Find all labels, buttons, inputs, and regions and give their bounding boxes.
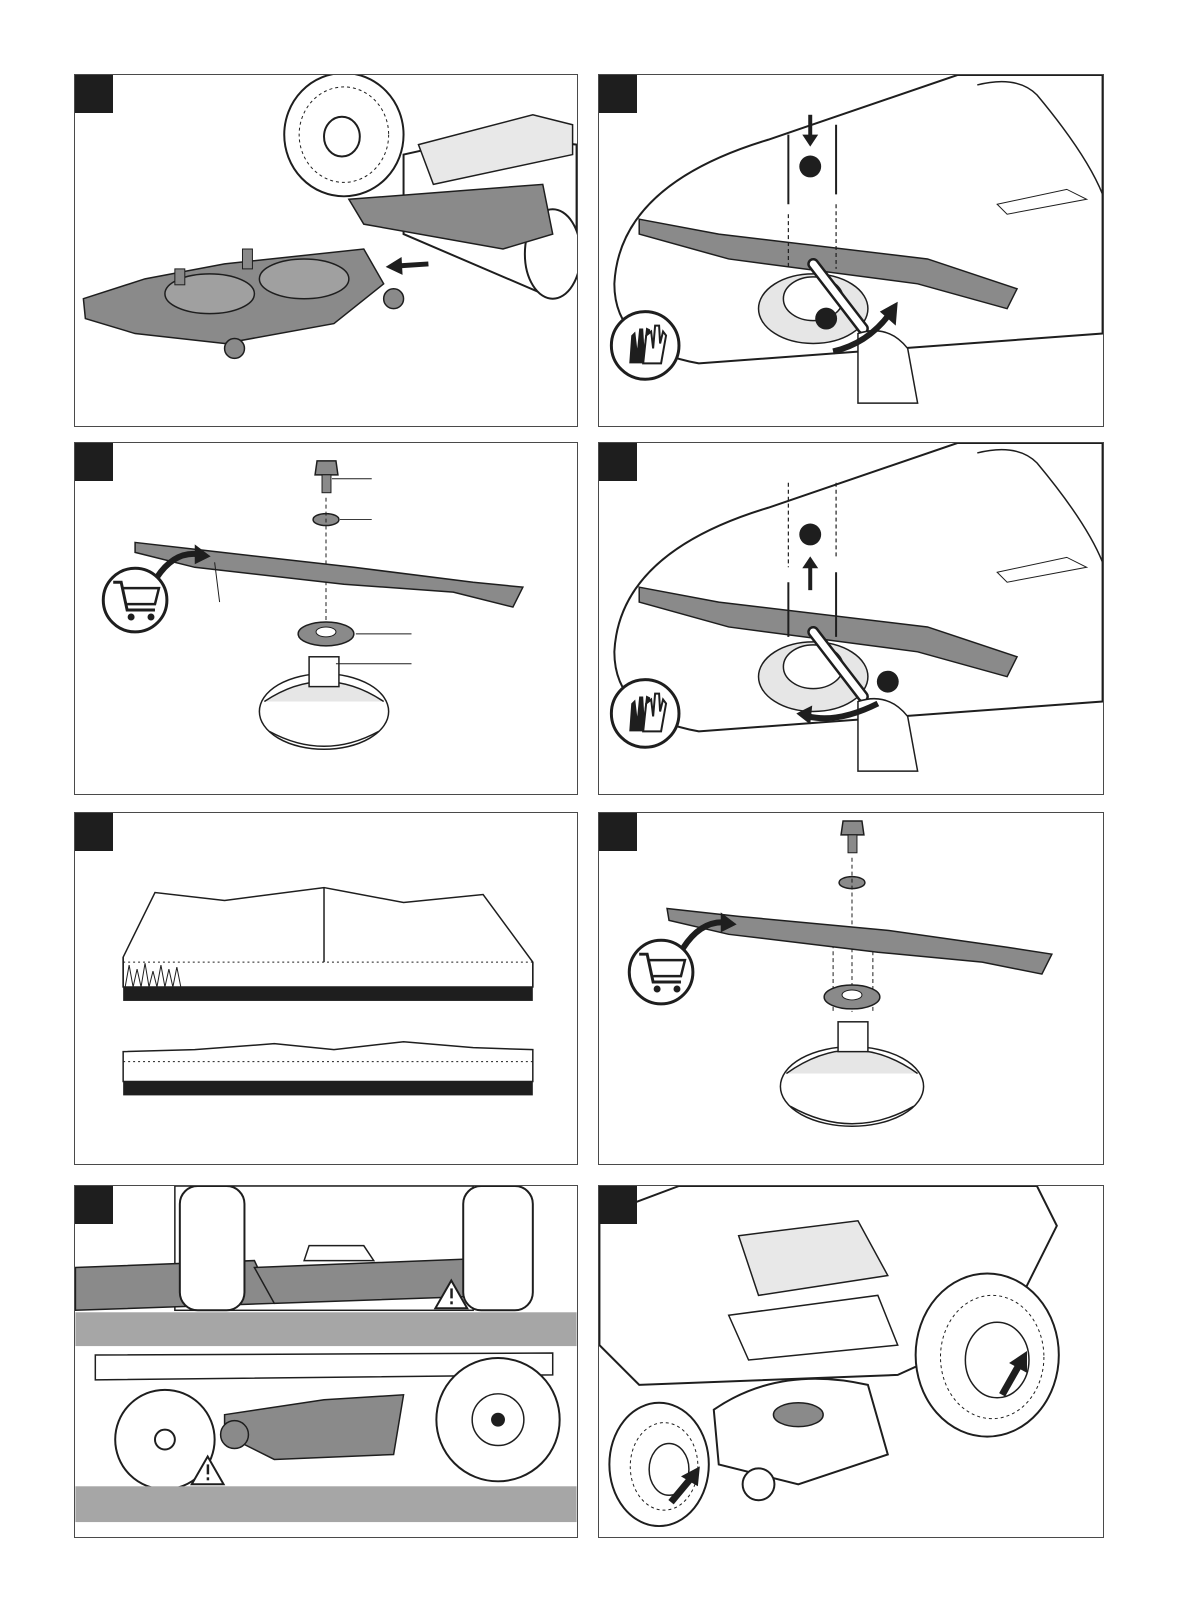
shopping-cart-icon bbox=[629, 940, 693, 1004]
panel-step-3 bbox=[74, 442, 578, 795]
panel-step-8 bbox=[598, 1185, 1104, 1538]
arrow-icon bbox=[386, 257, 429, 275]
step-number-box bbox=[599, 75, 637, 113]
step-number-box bbox=[599, 443, 637, 481]
step-number-box bbox=[75, 813, 113, 851]
panel-step-7 bbox=[74, 1185, 578, 1538]
step-number-box bbox=[75, 75, 113, 113]
blade-loosen-illustration bbox=[599, 75, 1103, 426]
deck-side-views-illustration bbox=[75, 1186, 577, 1537]
ground-band bbox=[75, 1486, 576, 1522]
panel-step-1 bbox=[74, 74, 578, 427]
ground-band bbox=[75, 1312, 576, 1346]
panel-step-2 bbox=[598, 74, 1104, 427]
step-number-box bbox=[599, 813, 637, 851]
tractor-wheels-illustration bbox=[599, 1186, 1103, 1537]
deck-removal-illustration bbox=[75, 75, 577, 426]
panel-step-4 bbox=[598, 442, 1104, 795]
panel-step-5 bbox=[74, 812, 578, 1165]
gloves-icon bbox=[611, 312, 679, 380]
blade-exploded-illustration-2 bbox=[599, 813, 1103, 1164]
step-number-box bbox=[75, 1186, 113, 1224]
shopping-cart-icon bbox=[103, 568, 167, 632]
step-number-box bbox=[75, 443, 113, 481]
blade-exploded-illustration bbox=[75, 443, 577, 794]
panel-step-6 bbox=[598, 812, 1104, 1165]
gloves-icon bbox=[611, 680, 679, 748]
blade-tighten-illustration bbox=[599, 443, 1103, 794]
step-number-box bbox=[599, 1186, 637, 1224]
grass-height-illustration bbox=[75, 813, 577, 1164]
